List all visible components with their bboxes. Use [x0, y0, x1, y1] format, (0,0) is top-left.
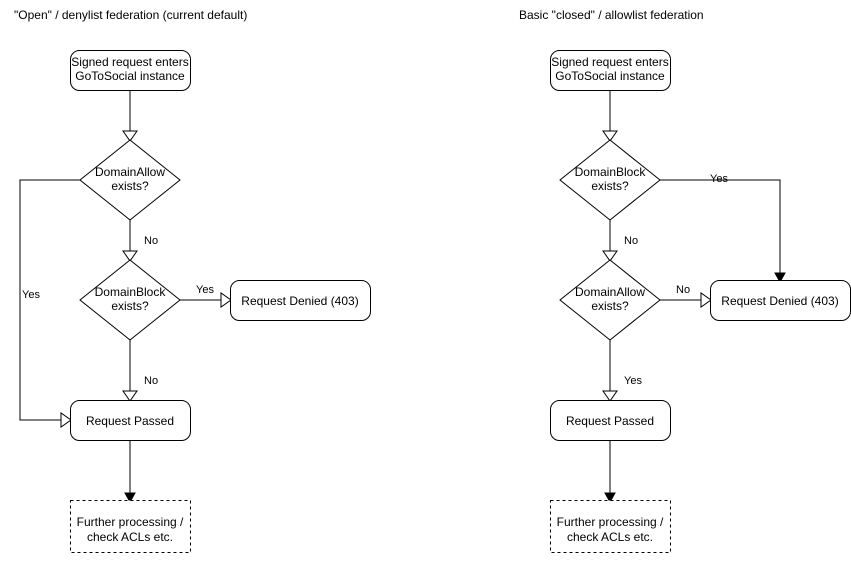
diagram-open-denylist: "Open" / denylist federation (current de…	[14, 8, 371, 553]
arrowhead-filled	[604, 492, 616, 504]
domainblock-label-line1-left: DomainBlock	[95, 285, 167, 299]
edge-domainblock-no-right: No	[602, 220, 638, 262]
domainallow-label-line1-right: DomainAllow	[575, 285, 645, 299]
entry-box-label-line1-right: Signed request enters	[551, 55, 668, 69]
node-request-denied-right: Request Denied (403)	[710, 280, 851, 321]
further-processing-box-shape-right	[550, 500, 671, 553]
arrowhead-open	[602, 130, 618, 142]
domainallow-label-line2-right: exists?	[591, 299, 629, 313]
node-decision-domainblock-right: DomainBlock exists?	[559, 139, 661, 221]
arrowhead-open	[122, 390, 138, 402]
request-passed-label-right: Request Passed	[566, 414, 654, 428]
edge-label-no-domainallow-right: No	[676, 284, 690, 296]
node-entry-right: Signed request enters GoToSocial instanc…	[550, 50, 671, 91]
edge-label-yes-domainblock-left: Yes	[196, 284, 214, 296]
further-processing-label-line1-left: Further processing /	[77, 515, 184, 529]
request-passed-label-left: Request Passed	[86, 414, 174, 428]
arrowhead-filled	[124, 492, 136, 504]
edge-line	[19, 179, 80, 421]
arrowhead-open	[60, 412, 72, 428]
entry-box-label-line1-left: Signed request enters	[71, 55, 188, 69]
arrowhead-open	[122, 130, 138, 142]
arrowhead-open	[602, 250, 618, 262]
edge-domainblock-yes-right: Yes	[660, 173, 786, 284]
domainblock-label-line2-left: exists?	[111, 299, 149, 313]
entry-box-label-line2-left: GoToSocial instance	[75, 69, 185, 83]
further-processing-box-shape-left	[70, 500, 191, 553]
edge-domainallow-yes-right: Yes	[602, 340, 642, 402]
node-decision-domainblock-left: DomainBlock exists?	[79, 259, 181, 341]
node-decision-domainallow-left: DomainAllow exists?	[79, 139, 181, 221]
edge-domainblock-no-left: No	[122, 340, 158, 402]
edge-passed-to-further-left	[124, 440, 136, 504]
edge-passed-to-further-right	[604, 440, 616, 504]
edge-label-yes-domainblock-right: Yes	[710, 173, 728, 185]
diagram-closed-allowlist: Basic "closed" / allowlist federation Si…	[519, 8, 851, 553]
arrowhead-filled	[774, 272, 786, 284]
edge-label-yes-domainallow-right: Yes	[624, 375, 642, 387]
request-denied-label-left: Request Denied (403)	[241, 294, 358, 308]
edge-label-no-domainblock-right: No	[624, 235, 638, 247]
domainblock-label-line2-right: exists?	[591, 179, 629, 193]
node-decision-domainallow-right: DomainAllow exists?	[559, 259, 661, 341]
edge-domainblock-yes-left: Yes	[180, 284, 232, 308]
node-further-processing-right: Further processing / check ACLs etc.	[550, 500, 671, 553]
domainallow-label-line2-left: exists?	[111, 179, 149, 193]
arrowhead-open	[122, 250, 138, 262]
edge-domainallow-no-right: No	[660, 284, 712, 308]
node-request-passed-right: Request Passed	[550, 400, 671, 441]
further-processing-label-line1-right: Further processing /	[557, 515, 664, 529]
node-request-passed-left: Request Passed	[70, 400, 191, 441]
domainblock-label-line1-right: DomainBlock	[575, 165, 647, 179]
further-processing-label-line2-right: check ACLs etc.	[567, 530, 653, 544]
edge-label-yes-domainallow-left: Yes	[22, 289, 40, 301]
request-denied-label-right: Request Denied (403)	[721, 294, 838, 308]
further-processing-label-line2-left: check ACLs etc.	[87, 530, 173, 544]
edge-entry-to-domainblock-right	[602, 90, 618, 142]
request-denied-box-shape-left	[230, 280, 371, 321]
arrowhead-open	[700, 292, 712, 308]
edge-label-no-domainallow-left: No	[144, 235, 158, 247]
domainallow-label-line1-left: DomainAllow	[95, 165, 165, 179]
node-further-processing-left: Further processing / check ACLs etc.	[70, 500, 191, 553]
diagram-title-right: Basic "closed" / allowlist federation	[519, 8, 704, 22]
edge-label-no-domainblock-left: No	[144, 375, 158, 387]
node-request-denied-left: Request Denied (403)	[230, 280, 371, 321]
arrowhead-open	[220, 292, 232, 308]
edge-domainallow-yes-left: Yes	[19, 179, 80, 428]
edge-line	[660, 179, 781, 274]
diagram-title-left: "Open" / denylist federation (current de…	[14, 8, 247, 22]
edge-domainallow-no-left: No	[122, 220, 158, 262]
entry-box-label-line2-right: GoToSocial instance	[555, 69, 665, 83]
node-entry-left: Signed request enters GoToSocial instanc…	[70, 50, 191, 91]
arrowhead-open	[602, 390, 618, 402]
edge-entry-to-domainallow-left	[122, 90, 138, 142]
